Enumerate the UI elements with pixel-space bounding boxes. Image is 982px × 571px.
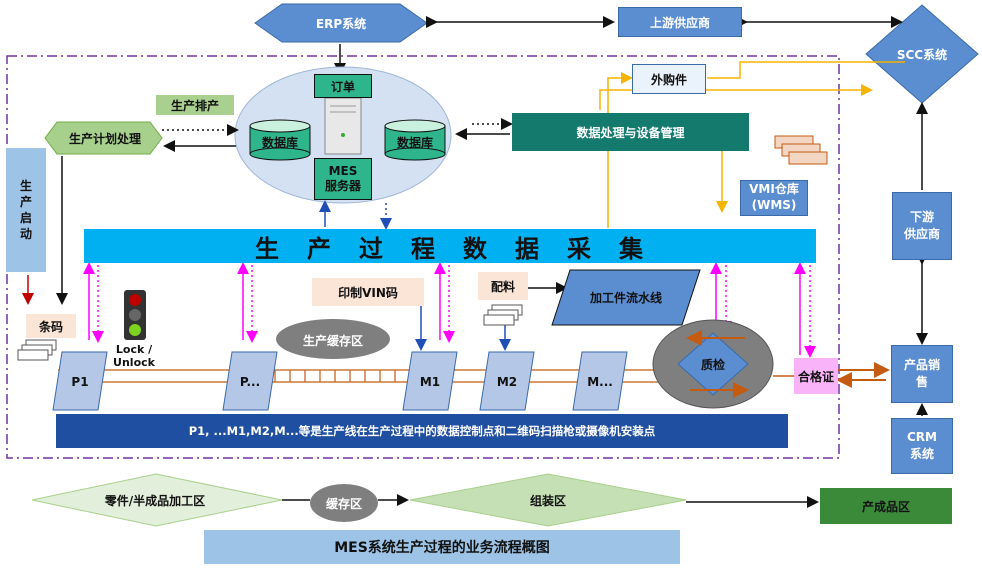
vmi-stack-icon (774, 135, 828, 165)
flow-buffer-ellipse (310, 484, 378, 522)
node-label-m1[interactable]: M1 (419, 375, 441, 389)
product-sales-box[interactable]: 产品销 售 (891, 345, 953, 403)
quality-check-label[interactable]: 质检 (700, 357, 725, 372)
node-label-m3[interactable]: M... (587, 375, 613, 389)
data-collection-bar: 生 产 过 程 数 据 采 集 (84, 229, 816, 263)
downstream-supplier-box[interactable]: 下游 供应商 (892, 192, 952, 260)
print-vin-box[interactable]: 印制VIN码 (312, 278, 424, 306)
production-buffer-label: 生产缓存区 (302, 333, 363, 348)
order-box[interactable]: 订单 (314, 74, 372, 98)
node-label-m2[interactable]: M2 (496, 375, 518, 389)
database-label-left: 数据库 (261, 135, 298, 150)
server-icon (324, 97, 362, 155)
crm-box[interactable]: CRM 系统 (891, 418, 953, 474)
node-label-p1[interactable]: P1 (71, 375, 89, 389)
upstream-supplier-box[interactable]: 上游供应商 (618, 7, 742, 37)
database-label-right: 数据库 (396, 135, 433, 150)
mes-server-box[interactable]: MES 服务器 (314, 158, 372, 200)
flow-assembly-label: 组装区 (529, 493, 566, 508)
kitting-box[interactable]: 配料 (478, 272, 528, 300)
production-start-box[interactable]: 生 产 启 动 (6, 148, 46, 272)
kitting-stack-icon (483, 304, 523, 326)
data-processing-box[interactable]: 数据处理与设备管理 (512, 113, 749, 151)
node-shape-p1 (52, 351, 108, 411)
node-shape-m1 (402, 351, 458, 411)
database-icon-right (384, 119, 446, 161)
production-scheduling-label: 生产排产 (156, 95, 234, 115)
node-label-p2[interactable]: P... (239, 375, 261, 389)
traffic-light-icon (124, 290, 146, 340)
vmi-warehouse-box[interactable]: VMI仓库 (WMS) (740, 180, 808, 216)
flow-parts-label: 零件/半成品加工区 (104, 493, 206, 508)
scc-label[interactable]: SCC系统 (896, 47, 948, 62)
lock-unlock-label: Lock / Unlock (113, 342, 155, 369)
barcode-stack-icon (17, 339, 57, 361)
database-icon-left (249, 119, 311, 161)
erp-label[interactable]: ERP系统 (315, 16, 367, 31)
diagram-caption: MES系统生产过程的业务流程概图 (204, 530, 680, 564)
machining-line-shape (551, 269, 701, 326)
buffer-ellipse (276, 319, 390, 359)
certificate-box[interactable]: 合格证 (794, 358, 838, 394)
plan-processing-label[interactable]: 生产计划处理 (68, 131, 141, 146)
control-points-footnote: P1, ...M1,M2,M...等是生产线在生产过程中的数据控制点和二维码扫描… (56, 414, 788, 448)
outsourced-parts-box[interactable]: 外购件 (632, 64, 706, 94)
quality-diamond (677, 332, 749, 396)
node-shape-m3 (572, 351, 628, 411)
flow-finished-box: 产成品区 (820, 488, 952, 524)
flow-assembly-shape (409, 473, 687, 527)
plan-processing-shape (44, 121, 163, 155)
barcode-label: 条码 (26, 314, 76, 338)
node-shape-p2 (222, 351, 278, 411)
flow-buffer-label: 缓存区 (325, 496, 362, 511)
node-shape-m2 (479, 351, 535, 411)
machining-line-label[interactable]: 加工件流水线 (589, 290, 662, 305)
